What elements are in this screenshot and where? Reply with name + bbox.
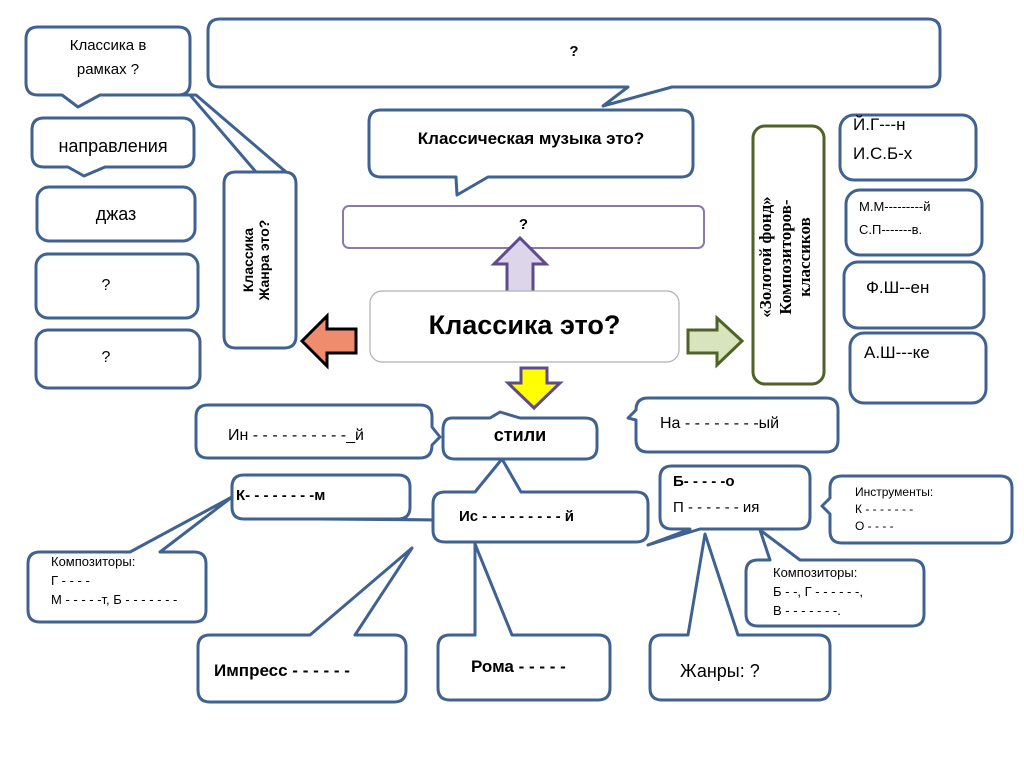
composer-2-line1: М.М---------й bbox=[859, 199, 931, 214]
instruments-title: Инструменты: bbox=[855, 485, 934, 499]
golden-fund-line2: Композиторов- bbox=[775, 199, 795, 315]
directions-text: направления bbox=[58, 136, 168, 156]
composer-3-line1: Ф.Ш--ен bbox=[866, 278, 930, 297]
composer-4-line1: А.Ш---ке bbox=[864, 343, 930, 362]
folk-callout bbox=[626, 396, 840, 454]
romanticism-callout bbox=[436, 542, 612, 702]
classicism-composers-callout bbox=[26, 495, 234, 624]
center-title: Классика это? bbox=[428, 310, 621, 340]
genre-question-text: Классика Жанра это? bbox=[240, 190, 280, 330]
instrumental-callout bbox=[194, 403, 442, 460]
genre-question-callout bbox=[222, 170, 298, 350]
jazz-box bbox=[35, 185, 197, 243]
composer-1-line1: Й.Г---н bbox=[853, 115, 906, 134]
in-frames-callout bbox=[24, 25, 288, 174]
baroque-composers-callout bbox=[744, 528, 926, 628]
jazz-text: джаз bbox=[95, 204, 137, 224]
impressionism-callout bbox=[196, 546, 414, 704]
unknown-box-1 bbox=[34, 252, 200, 320]
instruments-line1: К - - - - - - - bbox=[855, 502, 914, 516]
folk-text: На - - - - - - - -ый bbox=[660, 415, 780, 432]
genre-question-line1: Классика bbox=[240, 227, 256, 293]
composer-2-line2: С.П-------в. bbox=[859, 222, 923, 237]
big-question-callout bbox=[206, 17, 942, 108]
impressionism-text: Импресс - - - - - - bbox=[214, 661, 350, 680]
baroque-callout bbox=[646, 464, 812, 547]
historical-text: Ис - - - - - - - - - й bbox=[459, 508, 574, 525]
classicism-composers-line2: М - - - - -т, Б - - - - - - - bbox=[51, 592, 178, 607]
composer-1-line2: И.С.Б-х bbox=[853, 144, 913, 163]
composer-box-4 bbox=[848, 331, 988, 405]
composer-box-1 bbox=[838, 113, 978, 182]
romanticism-text: Рома - - - - - bbox=[471, 657, 566, 676]
historical-callout bbox=[431, 457, 650, 544]
instruments-callout bbox=[820, 474, 1014, 545]
composer-box-3 bbox=[842, 260, 986, 330]
baroque-line2: П - - - - - - ия bbox=[673, 499, 760, 516]
in-frames-line1: Классика в bbox=[69, 37, 147, 54]
classicism-composers-line1: Г - - - - bbox=[51, 573, 90, 588]
left-arrow-icon bbox=[299, 312, 358, 370]
unknown-text-2: ? bbox=[101, 349, 111, 366]
baroque-composers-title: Композиторы: bbox=[773, 565, 858, 580]
golden-fund-box bbox=[751, 124, 826, 386]
classicism-composers-title: Композиторы: bbox=[51, 554, 136, 569]
big-question-text: ? bbox=[569, 43, 579, 60]
unknown-text-1: ? bbox=[101, 277, 111, 294]
baroque-line1: Б- - - - -о bbox=[673, 473, 735, 490]
baroque-composers-line2: В - - - - - - -. bbox=[773, 603, 841, 618]
styles-label: стили bbox=[493, 425, 547, 445]
classicism-callout bbox=[230, 473, 442, 522]
classical-music-callout bbox=[367, 108, 695, 197]
composer-box-2 bbox=[844, 188, 984, 257]
right-arrow-icon bbox=[686, 314, 745, 369]
instruments-line2: О - - - - bbox=[855, 519, 894, 533]
classical-music-question: Классическая музыка это? bbox=[417, 129, 645, 148]
golden-fund-line1: «Золотой фонд» bbox=[756, 196, 775, 318]
genre-question-line2: Жанра это? bbox=[256, 219, 272, 301]
golden-fund-text: «Золотой фонд» Композиторов- классиков bbox=[756, 132, 822, 382]
baroque-composers-line1: Б - -, Г - - - - - -, bbox=[773, 584, 863, 599]
instrumental-text: Ин - - - - - - - - - -_й bbox=[228, 427, 364, 444]
classicism-text: К- - - - - - - -м bbox=[236, 487, 326, 504]
genres-callout bbox=[648, 532, 832, 702]
in-frames-line2: рамках ? bbox=[76, 61, 140, 78]
golden-fund-line3: классиков bbox=[795, 217, 815, 297]
unknown-box-2 bbox=[34, 328, 202, 390]
down-arrow-icon bbox=[504, 366, 564, 411]
genres-text: Жанры: ? bbox=[680, 661, 760, 681]
styles-callout bbox=[441, 410, 599, 461]
center-box bbox=[369, 290, 680, 363]
directions-callout bbox=[30, 116, 196, 178]
subquestion-text: ? bbox=[518, 216, 529, 233]
